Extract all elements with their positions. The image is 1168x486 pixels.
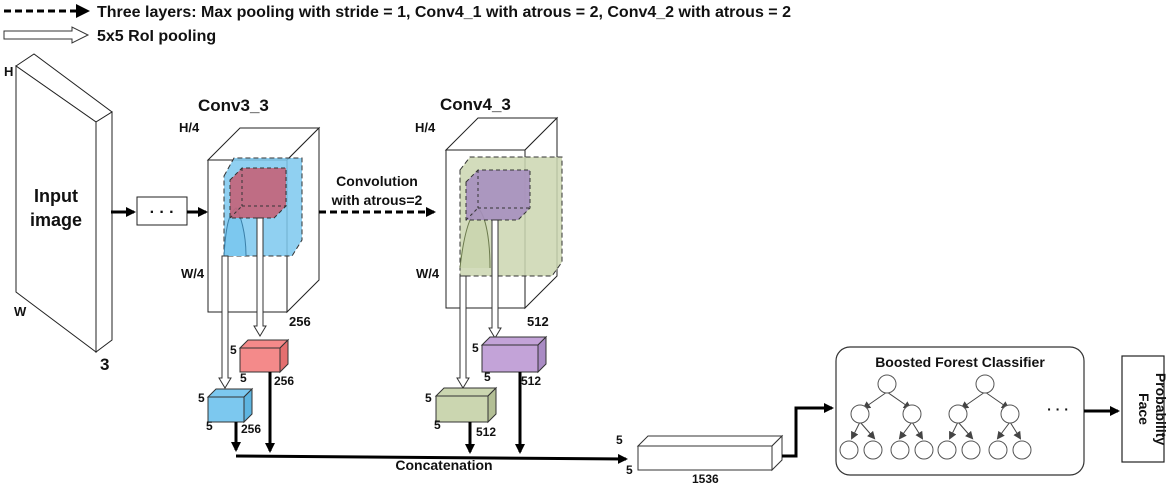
concat-vector: 5 5 1536 bbox=[616, 433, 784, 486]
conv3-depth-label: 256 bbox=[289, 314, 311, 329]
ellipsis-text: · · · bbox=[150, 204, 175, 221]
atrous-label-line2: with atrous=2 bbox=[331, 192, 423, 208]
conv4-feature-map: Conv4_3 H/4 W/4 512 bbox=[415, 95, 563, 329]
decision-tree-2 bbox=[937, 374, 1032, 460]
input-height-label: H bbox=[4, 64, 13, 79]
roi-red-depth-label: 256 bbox=[274, 374, 294, 388]
roi-green-side-label: 5 bbox=[425, 391, 432, 405]
roi-blue-depth-label: 256 bbox=[241, 422, 261, 436]
input-label-line1: Input bbox=[34, 186, 78, 206]
concat-depth-label: 1536 bbox=[692, 472, 719, 486]
roi-cube-red: 5 5 256 bbox=[230, 338, 294, 388]
legend-dashed-text: Three layers: Max pooling with stride = … bbox=[97, 4, 791, 21]
legend: Three layers: Max pooling with stride = … bbox=[3, 4, 791, 45]
face-probability-output: Face Probability bbox=[1121, 355, 1168, 463]
atrous-label-line1: Convolution bbox=[336, 173, 418, 189]
roi-cube-blue: 5 5 256 bbox=[198, 387, 261, 436]
input-image: Input image H W 3 bbox=[4, 53, 113, 374]
output-label-line2: Probability bbox=[1153, 373, 1168, 446]
classifier-ellipsis: · · · bbox=[1047, 401, 1069, 417]
output-label-line1: Face bbox=[1136, 393, 1152, 425]
concat-bottom-label: 5 bbox=[626, 463, 633, 477]
input-width-label: W bbox=[14, 304, 27, 319]
roi-blue-bottom-label: 5 bbox=[206, 419, 213, 433]
roi-pooling-arrows bbox=[218, 217, 502, 389]
conv4-title: Conv4_3 bbox=[440, 95, 511, 114]
roi-red-bottom-label: 5 bbox=[240, 371, 247, 385]
conv3-title: Conv3_3 bbox=[198, 96, 269, 115]
legend-hollow-text: 5x5 RoI pooling bbox=[97, 28, 216, 45]
roi-cube-purple: 5 5 512 bbox=[472, 335, 548, 388]
roi-cube-green: 5 5 512 bbox=[425, 386, 498, 439]
input-depth-label: 3 bbox=[100, 355, 109, 374]
decision-tree-1 bbox=[839, 374, 934, 460]
conv3-height-label: H/4 bbox=[179, 120, 200, 135]
concatenation-lines bbox=[231, 372, 628, 464]
roi-purple-bottom-label: 5 bbox=[484, 370, 491, 384]
arrow-concat-to-classifier bbox=[782, 403, 834, 458]
concat-side-label: 5 bbox=[616, 433, 623, 447]
input-label-line2: image bbox=[30, 210, 82, 230]
roi-red-side-label: 5 bbox=[230, 343, 237, 357]
concatenation-label: Concatenation bbox=[395, 457, 492, 473]
conv3-feature-map: Conv3_3 H/4 W/4 256 bbox=[179, 96, 321, 329]
legend-hollow-arrow bbox=[3, 26, 90, 44]
conv3-width-label: W/4 bbox=[181, 266, 205, 281]
conv4-width-label: W/4 bbox=[416, 266, 440, 281]
roi-blue-side-label: 5 bbox=[198, 391, 205, 405]
roi-green-bottom-label: 5 bbox=[434, 418, 441, 432]
roi-green-depth-label: 512 bbox=[476, 425, 496, 439]
legend-dashed-arrowhead bbox=[76, 4, 90, 18]
roi-purple-side-label: 5 bbox=[472, 341, 479, 355]
roi-purple-depth-label: 512 bbox=[521, 374, 541, 388]
classifier-title: Boosted Forest Classifier bbox=[875, 354, 1045, 370]
conv4-height-label: H/4 bbox=[415, 120, 436, 135]
boosted-forest-classifier: Boosted Forest Classifier bbox=[835, 346, 1085, 476]
conv4-depth-label: 512 bbox=[527, 314, 549, 329]
